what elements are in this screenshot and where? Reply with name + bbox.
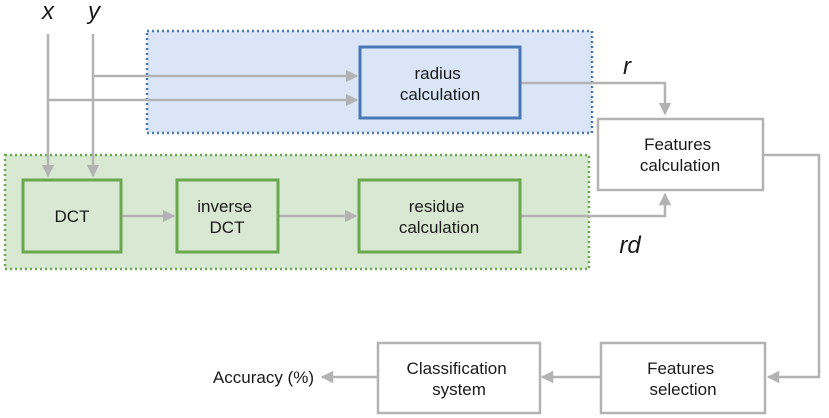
classification-label-line1: Classification (407, 359, 507, 378)
features-selection-box-label: Features selection (647, 359, 719, 399)
radius-calculation-box (358, 45, 522, 120)
output-r-label: r (623, 53, 632, 80)
inverse-dct-box-label-line1: inverse (197, 197, 252, 216)
features-calculation-label-line2: calculation (640, 156, 720, 175)
radius-box-label: radius calculation (400, 64, 480, 104)
input-x-label: x (41, 0, 55, 25)
radius-to-features-arrow (521, 81, 672, 116)
classification-system-box (376, 341, 542, 415)
input-y-label: y (86, 0, 102, 25)
features-to-selection-arrow (764, 153, 821, 384)
dct-box (21, 178, 123, 254)
classification-system-box-label: Classification system (407, 359, 512, 399)
features-calculation-box-label: Features calculation (640, 135, 720, 175)
residue-box-label: residue calculation (399, 197, 479, 237)
features-selection-label-line2: selection (649, 380, 716, 399)
inverse-dct-box (175, 178, 280, 254)
radius-box-label-line1: radius (414, 64, 460, 83)
residue-to-features-arrow (521, 192, 672, 218)
features-selection-box (599, 341, 767, 415)
residue-box-label-line1: residue (409, 197, 465, 216)
radius-box-label-line2: calculation (400, 85, 480, 104)
dct-box-label: DCT (55, 207, 90, 226)
inverse-dct-box-label-line2: DCT (210, 218, 245, 237)
classification-label-line2: system (432, 380, 486, 399)
dct-box-label-line1: DCT (55, 207, 90, 226)
residue-box-label-line2: calculation (399, 218, 479, 237)
output-rd-label: rd (619, 232, 641, 259)
features-calculation-label-line1: Features (644, 135, 711, 154)
inverse-dct-box-label: inverse DCT (197, 197, 257, 237)
features-calculation-box (596, 117, 765, 192)
residue-calculation-box (357, 178, 522, 254)
accuracy-output-label: Accuracy (%) (213, 368, 314, 387)
features-selection-label-line1: Features (647, 359, 714, 378)
